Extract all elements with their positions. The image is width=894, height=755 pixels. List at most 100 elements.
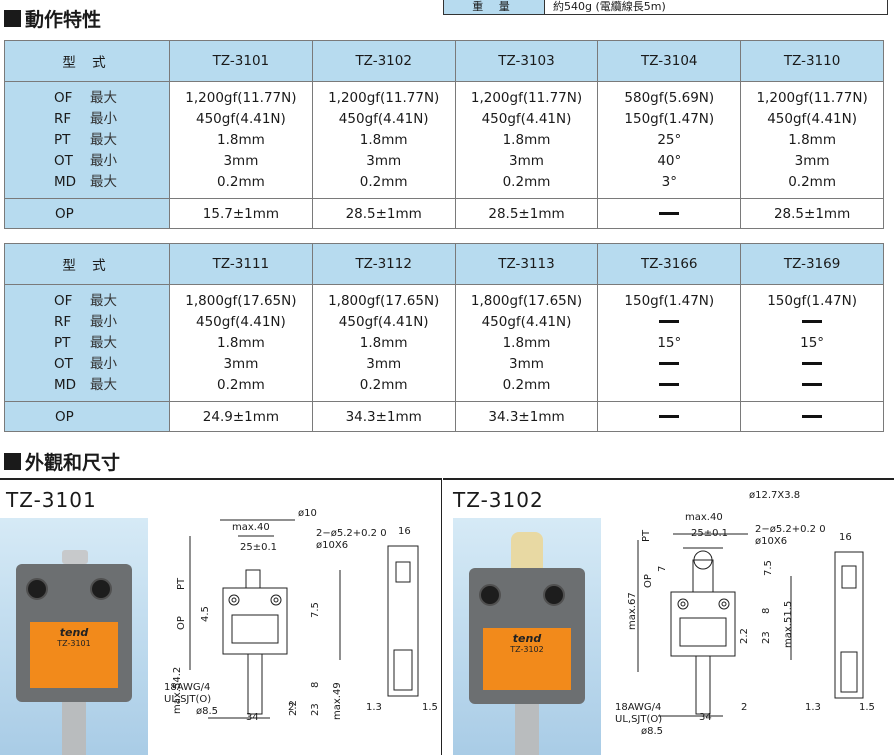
value: 1,200gf(11.77N) [756,89,868,106]
dim-max51-5: max.51.5 [783,600,794,648]
op-value: 34.3±1mm [311,401,456,432]
mount-hole-icon [90,578,112,600]
value: 1,800gf(17.65N) [328,292,440,309]
value: 1,200gf(11.77N) [328,89,440,106]
dimension-drawing [637,533,864,717]
value: 1,800gf(17.65N) [470,292,583,309]
value-cell: 1,800gf(17.65N) 450gf(4.41N) 1.8mm 3mm 0… [311,284,456,402]
dim-16: 16 [398,526,411,537]
value-cell: 580gf(5.69N) 150gf(1.47N) 25° 40° 3° [597,81,742,199]
dim-4-5: 4.5 [200,606,211,622]
value-cell: 1,800gf(17.65N) 450gf(4.41N) 1.8mm 3mm 0… [169,284,313,402]
heading-square-icon [4,10,21,27]
value-cell: 1,200gf(11.77N) 450gf(4.41N) 1.8mm 3mm 0… [311,81,456,199]
cable-spec: 18AWG/4 [615,702,662,713]
model-header: TZ-3112 [311,243,456,285]
dim-phi10x6: ø10X6 [316,540,349,551]
op-value: 24.9±1mm [169,401,313,432]
value: 1,800gf(17.65N) [185,292,297,309]
dim-holes: 2−ø5.2+0.2 0 [755,524,826,535]
model-header: TZ-3102 [311,40,456,82]
param-key: PT [54,334,71,351]
op-value [597,401,742,432]
op-value: 28.5±1mm [454,198,599,229]
cable-icon [515,704,539,755]
dim-phi8-5: ø8.5 [196,706,219,717]
dim-34: 34 [246,712,259,723]
value: 1.8mm [502,334,551,351]
model-header: TZ-3113 [454,243,599,285]
dim-2: 2 [741,702,748,713]
dash-icon [802,320,823,323]
spec-table-2: 型 式 TZ-3111 TZ-3112 TZ-3113 TZ-3166 TZ-3… [4,243,884,432]
param-qual: 最大 [90,131,117,148]
param-qual: 最小 [90,110,117,127]
type-header: 型 式 [4,243,170,285]
value: 40° [657,152,682,169]
value-cell: 1,200gf(11.77N) 450gf(4.41N) 1.8mm 3mm 0… [169,81,313,199]
value: 1.8mm [502,131,551,148]
op-label: OP [4,198,170,229]
value: 3mm [509,355,544,372]
dim-25: 25±0.1 [691,528,729,539]
value: 0.2mm [217,173,265,190]
type-header: 型 式 [4,40,170,82]
dim-16: 16 [839,532,852,543]
value: 0.2mm [359,376,408,393]
weight-value: 約540g (電纜線長5m) [553,0,666,13]
value: 25° [657,131,682,148]
dim-8: 8 [761,607,772,614]
dim-23: 23 [310,703,321,716]
dim-phi10: ø10 [298,508,317,519]
param-key: RF [54,110,72,127]
label-model: TZ-3102 [510,645,544,654]
value: 450gf(4.41N) [196,313,286,330]
dim-25: 25±0.1 [240,542,278,553]
section-heading-characteristics: 動作特性 [4,5,101,32]
value: 1,200gf(11.77N) [470,89,583,106]
value [598,354,740,375]
value: 3mm [509,152,544,169]
dimension-drawing [189,519,419,719]
op-value [740,401,884,432]
model-header: TZ-3166 [597,243,742,285]
brand-text: tend [59,626,89,639]
op-value: 34.3±1mm [454,401,599,432]
mount-hole-icon [479,584,501,606]
product-label: tend TZ-3102 [483,628,571,690]
dim-7: 7 [657,565,668,572]
param-qual: 最小 [90,355,117,372]
op-value: 15.7±1mm [169,198,313,229]
dash-icon [659,320,680,323]
value-cell: 1,800gf(17.65N) 450gf(4.41N) 1.8mm 3mm 0… [454,284,599,402]
value: 580gf(5.69N) [624,89,715,106]
value: 0.2mm [359,173,408,190]
dim-pt: PT [641,529,652,542]
value: 1.8mm [217,131,265,148]
value: 3mm [794,152,830,169]
dim-pt: PT [176,577,187,590]
param-qual: 最大 [90,292,117,309]
cable-ul: UL,SJT(O) [615,714,663,725]
param-key: MD [54,376,77,393]
value: 15° [800,334,825,351]
dim-max40: max.40 [232,522,270,533]
dim-max40: max.40 [685,512,723,523]
model-header: TZ-3111 [169,243,313,285]
param-qual: 最小 [90,313,117,330]
dim-7-5: 7.5 [763,560,774,576]
dim-phi10x6: ø10X6 [755,536,788,547]
dash-icon [802,362,823,365]
brand-text: tend [512,632,542,645]
value: 0.2mm [502,376,551,393]
value: 1,200gf(11.77N) [185,89,297,106]
value [741,354,883,375]
param-qual: 最大 [90,376,117,393]
dim-7-5: 7.5 [310,602,321,618]
section-title: 外觀和尺寸 [25,452,121,474]
dash-icon [659,415,680,418]
value: 450gf(4.41N) [767,110,857,127]
model-header: TZ-3104 [597,40,742,82]
outline-panel-left: TZ-3101 tend TZ-3101 max.40 [0,478,442,755]
dim-34: 34 [699,712,712,723]
